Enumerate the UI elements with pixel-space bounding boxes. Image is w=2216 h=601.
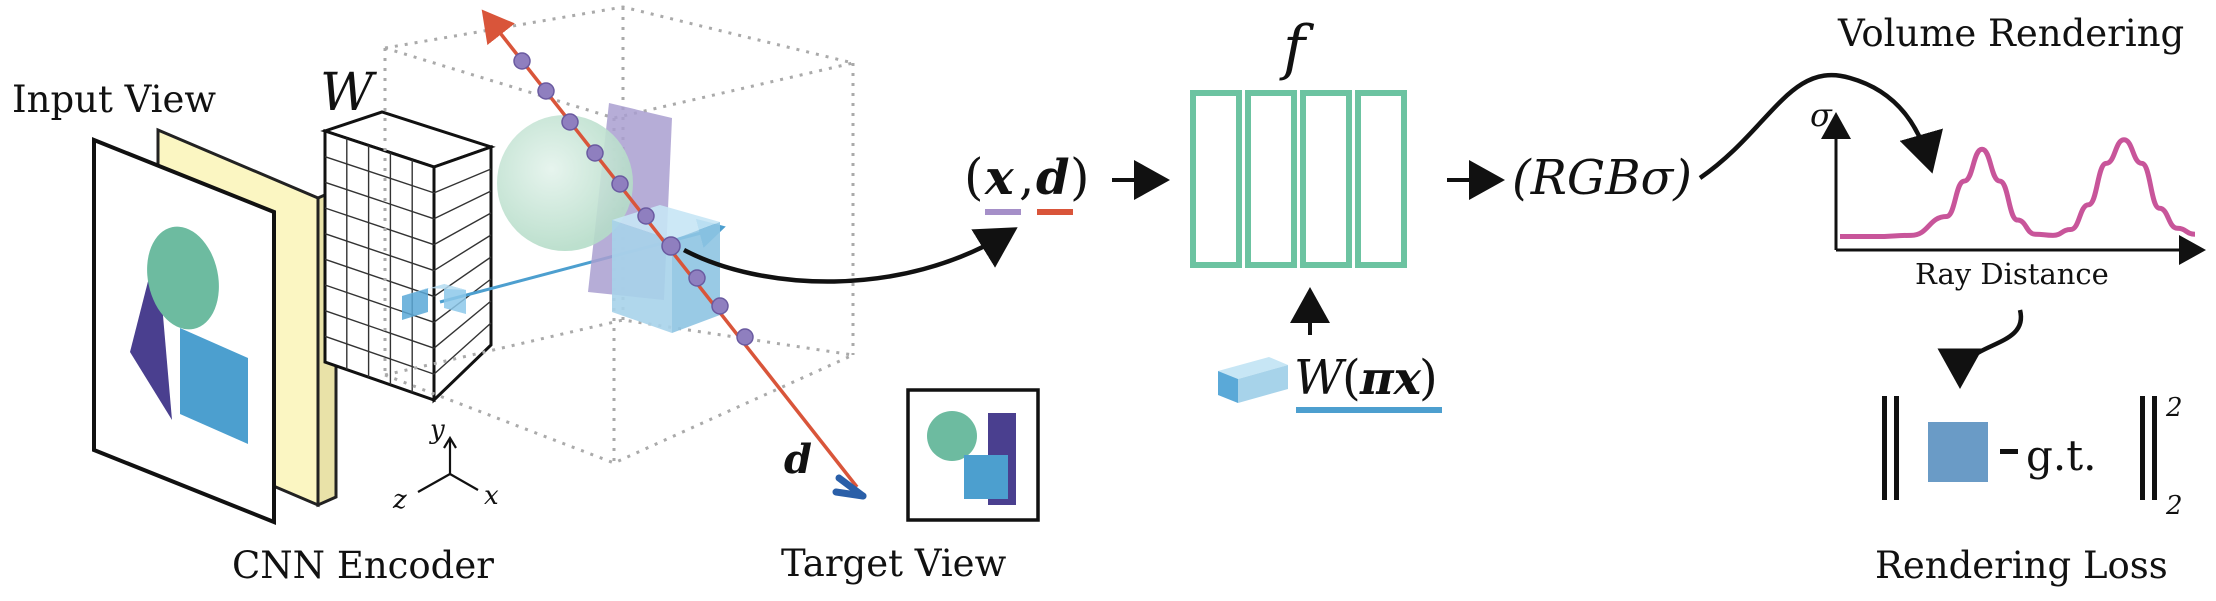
target-cube-shape	[964, 455, 1008, 499]
axis-y-label: y	[429, 415, 445, 445]
ray-distance-label: Ray Distance	[1915, 257, 2109, 291]
target-camera-icon	[832, 474, 867, 500]
plot-sigma-label: σ	[1810, 96, 1833, 134]
grid-line	[324, 310, 435, 349]
grid-line	[324, 207, 435, 246]
axis-triad	[417, 435, 479, 493]
norm-bar-right-2	[2152, 396, 2157, 500]
feature-close-paren: )	[1419, 350, 1438, 406]
input-image-plane	[92, 137, 276, 525]
ray-sample-point	[661, 236, 681, 256]
cnn-encoder-label: CNN Encoder	[232, 544, 494, 587]
grid-line	[324, 156, 435, 194]
cnn-feature-grid	[320, 110, 496, 404]
ray-sample-point	[736, 328, 754, 346]
rendering-loss-label: Rendering Loss	[1875, 544, 2168, 587]
norm-bar-left-1	[1882, 396, 1887, 500]
feature-vector-cube-icon	[1218, 357, 1288, 403]
ray-sample-point	[688, 269, 706, 287]
feature-underline	[1296, 407, 1442, 413]
target-sphere-shape	[927, 411, 977, 461]
grid-line	[324, 181, 435, 220]
x-underline	[985, 209, 1021, 215]
grid-line	[433, 300, 492, 349]
target-view-label: Target View	[781, 542, 1007, 585]
scene-cube-front	[612, 220, 672, 333]
ray-sample-point	[561, 113, 579, 131]
grid-line	[433, 190, 492, 220]
ray-sample-point	[637, 207, 655, 225]
grid-line	[433, 168, 492, 194]
grid-line	[433, 322, 492, 375]
volume-rendering-title: Volume Rendering	[1837, 12, 2184, 55]
input-sphere-shape	[147, 226, 219, 330]
target-view-image	[906, 388, 1040, 522]
mlp-function-label: f	[1279, 13, 1315, 83]
ray-sample-point	[537, 82, 555, 100]
ray-sample-point	[513, 52, 531, 70]
feature-open-paren: (	[1342, 350, 1361, 406]
norm-superscript: 2	[2165, 393, 2183, 423]
rendering-loss-formula: g.t. 2 2	[1882, 393, 2183, 521]
mlp-output-tuple: (RGBσ)	[1512, 150, 1692, 206]
tuple-comma: ,	[1019, 150, 1034, 206]
ray-direction-label: d	[784, 436, 812, 483]
grid-line	[324, 258, 435, 298]
norm-subscript: 2	[2165, 491, 2183, 521]
mlp-input-tuple: ( x , d )	[964, 148, 1090, 215]
axis-x-label: x	[484, 481, 499, 511]
sample-to-input-arrow	[682, 227, 1018, 284]
tuple-open-paren: (	[964, 148, 984, 206]
feature-grid-symbol: W	[320, 63, 377, 123]
ground-truth-label: g.t.	[2026, 431, 2096, 480]
ray-sample-point	[586, 144, 604, 162]
scene-objects	[497, 103, 720, 333]
input-view-label: Input View	[12, 78, 216, 121]
grid-line	[433, 256, 492, 298]
mlp-layer	[1245, 90, 1297, 268]
axis-z-label: z	[392, 485, 407, 515]
density-plot: σ Ray Distance	[1810, 96, 2206, 291]
tuple-close-paren: )	[1070, 148, 1090, 206]
mlp-layer	[1300, 90, 1352, 268]
rendering-to-loss-arrow	[1937, 309, 2024, 389]
mlp-layer	[1190, 90, 1242, 268]
d-underline	[1037, 209, 1073, 215]
grid-line	[433, 234, 492, 272]
grid-line	[324, 284, 435, 323]
norm-bar-left-2	[1894, 396, 1899, 500]
minus-sign	[2000, 449, 2018, 454]
norm-bar-right-1	[2140, 396, 2145, 500]
ray-sample-point	[611, 175, 629, 193]
feature-W-symbol: W	[1294, 350, 1347, 406]
input-cube-shape	[180, 328, 248, 444]
grid-line	[433, 212, 492, 246]
projected-feature-cube	[402, 284, 466, 320]
feature-pi-x-symbol: πx	[1359, 351, 1422, 405]
grid-line	[324, 233, 435, 272]
output-to-rendering-arrow	[1698, 72, 1943, 180]
pixel-feature: W ( πx )	[1218, 350, 1442, 413]
input-d-symbol: d	[1036, 150, 1070, 206]
ray-sample-point	[711, 297, 729, 315]
mlp-layer	[1355, 90, 1407, 268]
ray-sample-points	[513, 52, 754, 346]
input-x-symbol: x	[984, 150, 1015, 206]
rendered-pixel-swatch	[1928, 422, 1988, 482]
mlp-network	[1190, 90, 1407, 268]
density-curve	[1840, 137, 2196, 240]
input-triangle-shape	[130, 246, 172, 420]
